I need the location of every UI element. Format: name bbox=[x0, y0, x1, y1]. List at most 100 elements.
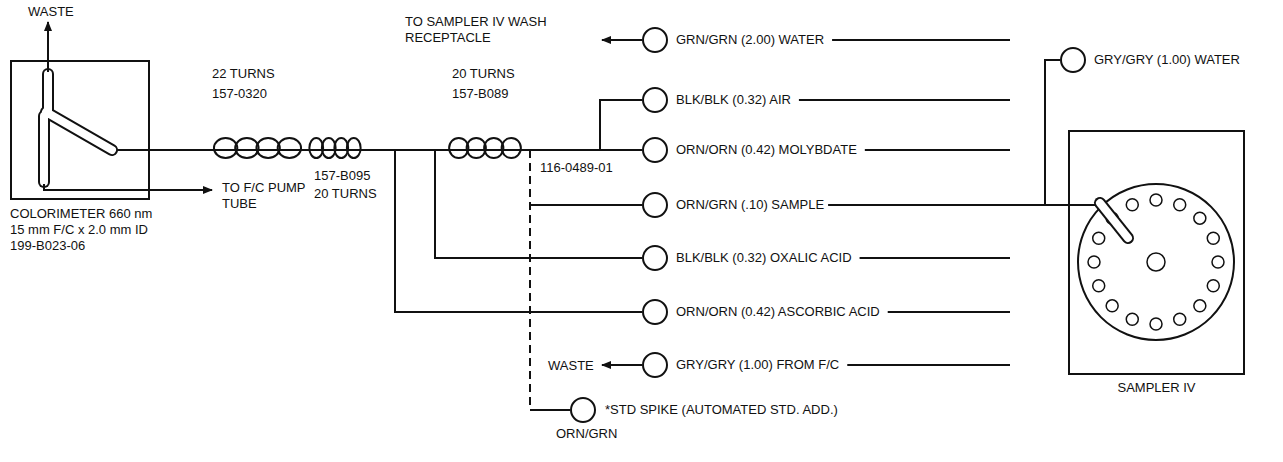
ascorbic-line bbox=[395, 150, 642, 312]
pump-tube-label: BLK/BLK (0.32) AIR bbox=[676, 92, 791, 108]
pump-tube: GRY/GRY (1.00) WATER bbox=[1060, 47, 1240, 73]
tube-connector bbox=[1045, 60, 1068, 205]
air-line bbox=[600, 100, 642, 150]
pump-tube-circle bbox=[642, 245, 668, 271]
pump-tube-circle bbox=[642, 352, 668, 378]
sample-cup bbox=[1207, 232, 1219, 244]
pump-tube-circle bbox=[1060, 47, 1086, 73]
part-number: 157-B095 bbox=[314, 168, 370, 184]
sample-line bbox=[530, 204, 642, 206]
flow-cell-wall bbox=[42, 74, 54, 114]
pump-tube: GRY/GRY (1.00) FROM F/C bbox=[642, 352, 839, 378]
pump-tube: BLK/BLK (0.32) AIR bbox=[642, 87, 791, 113]
fitting-dash bbox=[529, 150, 531, 410]
probe-arm bbox=[1100, 203, 1128, 238]
pump-tube-line bbox=[847, 364, 1010, 366]
sample-cup bbox=[1126, 199, 1138, 211]
oxalic-line bbox=[435, 150, 642, 258]
sample-cup bbox=[1093, 280, 1105, 292]
pump-tube-label: ORN/GRN (.10) SAMPLE bbox=[676, 197, 824, 213]
pump-tube-circle bbox=[570, 397, 596, 423]
pump-tube-line bbox=[832, 39, 1010, 41]
sample-cup bbox=[1207, 280, 1219, 292]
pump-tube-line bbox=[860, 257, 1010, 259]
waste-line bbox=[602, 364, 642, 366]
flow-cell-wall bbox=[38, 116, 50, 182]
pump-tube: *STD SPIKE (AUTOMATED STD. ADD.)ORN/GRN bbox=[570, 397, 838, 442]
pump-tube-line bbox=[888, 311, 1010, 313]
spike-line bbox=[530, 409, 570, 411]
coil-turn bbox=[467, 138, 486, 158]
colorimeter-label: COLORIMETER 660 nm 15 mm F/C x 2.0 mm ID… bbox=[10, 206, 160, 254]
pump-tube-circle bbox=[642, 299, 668, 325]
sampler-label: SAMPLER IV bbox=[1068, 380, 1245, 396]
sample-cup bbox=[1126, 313, 1138, 325]
pump-tube-circle bbox=[642, 137, 668, 163]
sample-cup bbox=[1212, 256, 1224, 268]
pump-tube: BLK/BLK (0.32) OXALIC ACID bbox=[642, 245, 852, 271]
pump-tube-label: ORN/ORN (0.42) ASCORBIC ACID bbox=[676, 304, 880, 320]
coil-turn bbox=[484, 138, 503, 158]
sample-cup bbox=[1093, 232, 1105, 244]
pump-tube-label: ORN/ORN (0.42) MOLYBDATE bbox=[676, 142, 857, 158]
probe-arm-bore bbox=[1100, 203, 1128, 238]
coil-turn bbox=[235, 138, 258, 158]
colorimeter-box bbox=[10, 60, 150, 200]
pump-tube-line bbox=[799, 99, 1010, 101]
coil-turns: 22 TURNS bbox=[212, 66, 275, 82]
sampler-tray bbox=[1078, 184, 1234, 340]
tube-connector bbox=[828, 204, 1068, 206]
flow-cell-bore bbox=[40, 116, 48, 182]
coil-turns: 20 TURNS bbox=[314, 186, 377, 202]
coil-turns: 20 TURNS bbox=[452, 66, 515, 82]
coil-turn bbox=[347, 138, 361, 158]
destination-note: TO F/C PUMP TUBE bbox=[222, 180, 307, 212]
pump-tube-row: *STD SPIKE (AUTOMATED STD. ADD.) bbox=[570, 397, 838, 423]
tube-color-code: ORN/GRN bbox=[556, 426, 617, 442]
to-fc-line bbox=[44, 184, 212, 190]
waste-label: WASTE bbox=[28, 4, 74, 20]
pump-tube: ORN/ORN (0.42) ASCORBIC ACID bbox=[642, 299, 880, 325]
manifold-line bbox=[112, 149, 642, 151]
pump-tube-label: BLK/BLK (0.32) OXALIC ACID bbox=[676, 250, 852, 266]
tray-hub bbox=[1147, 253, 1165, 271]
coil-turn bbox=[278, 138, 301, 158]
pump-tube-label: GRN/GRN (2.00) WATER bbox=[676, 32, 824, 48]
wash-water-line bbox=[602, 39, 642, 41]
destination-note: TO SAMPLER IV WASH RECEPTACLE bbox=[405, 14, 595, 46]
waste-label: WASTE bbox=[548, 358, 594, 374]
coil-turn bbox=[502, 138, 521, 158]
flow-cell-bore bbox=[44, 74, 52, 114]
sample-cup bbox=[1174, 199, 1186, 211]
pump-tube: ORN/GRN (.10) SAMPLE bbox=[642, 192, 824, 218]
part-number: 116-0489-01 bbox=[540, 160, 613, 176]
sample-cup bbox=[1150, 194, 1162, 206]
pump-tube-label: GRY/GRY (1.00) FROM F/C bbox=[676, 357, 839, 373]
colorimeter: COLORIMETER 660 nm 15 mm F/C x 2.0 mm ID… bbox=[10, 60, 160, 254]
coil-turn bbox=[214, 138, 237, 158]
pump-tube-circle bbox=[642, 87, 668, 113]
sampler-box bbox=[1068, 130, 1245, 375]
sample-cup bbox=[1106, 300, 1118, 312]
sample-cup bbox=[1150, 318, 1162, 330]
sampler: SAMPLER IV bbox=[1068, 130, 1245, 396]
pump-tube-label: *STD SPIKE (AUTOMATED STD. ADD.) bbox=[605, 402, 838, 418]
sample-cup bbox=[1194, 212, 1206, 224]
pump-tube: GRN/GRN (2.00) WATER bbox=[642, 27, 824, 53]
pump-tube-line bbox=[865, 149, 1010, 151]
pump-tube: ORN/ORN (0.42) MOLYBDATE bbox=[642, 137, 857, 163]
pump-tube-label: GRY/GRY (1.00) WATER bbox=[1094, 52, 1240, 68]
sample-cup bbox=[1174, 313, 1186, 325]
flow-cell-wall bbox=[46, 112, 112, 150]
flow-cell-bore bbox=[46, 112, 112, 150]
waste-line bbox=[47, 22, 49, 72]
coil-turn bbox=[449, 138, 468, 158]
coil-turn bbox=[256, 138, 279, 158]
part-number: 157-B089 bbox=[452, 86, 508, 102]
sample-cup bbox=[1088, 256, 1100, 268]
pump-tube-circle bbox=[642, 27, 668, 53]
sample-cup bbox=[1194, 300, 1206, 312]
pump-tube-circle bbox=[642, 192, 668, 218]
part-number: 157-0320 bbox=[212, 86, 267, 102]
